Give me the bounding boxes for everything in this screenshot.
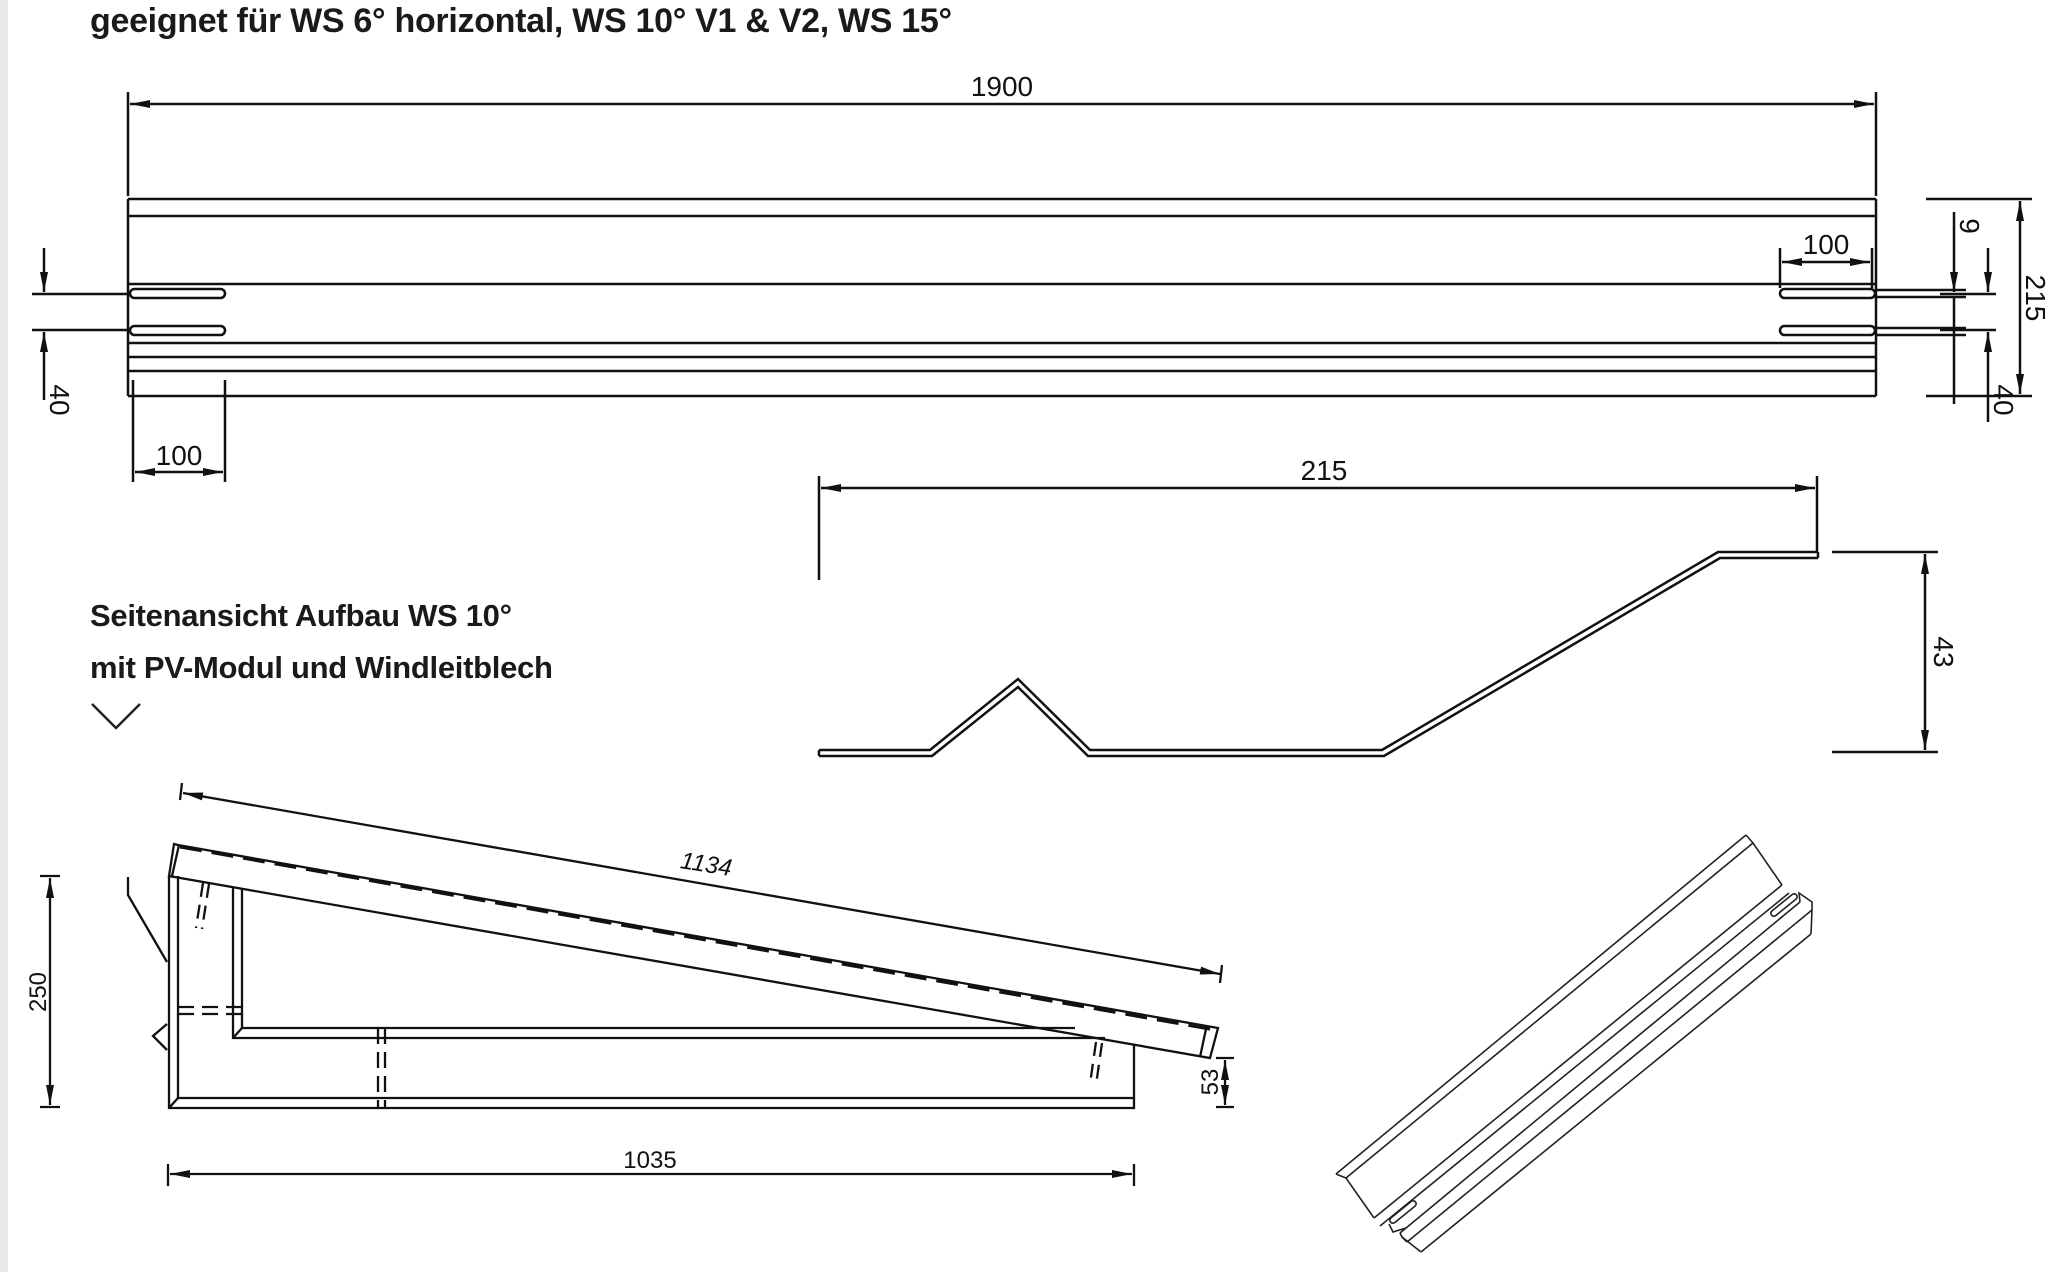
dim-slot-spacing-left: 40 [44, 384, 75, 415]
dim-slot-spacing-right: 40 [1988, 384, 2019, 415]
side-view-heading-line1: Seitenansicht Aufbau WS 10° [90, 598, 512, 633]
dim-low-height: 53 [1197, 1069, 1224, 1096]
dim-profile-width: 215 [1301, 455, 1348, 486]
profile-view [817, 476, 1938, 758]
dim-profile-height: 43 [1928, 636, 1959, 667]
dim-side-height: 250 [25, 972, 52, 1012]
dim-module-length: 1134 [679, 847, 734, 882]
suitability-heading: geeignet für WS 6° horizontal, WS 10° V1… [90, 2, 952, 40]
side-view [40, 782, 1234, 1186]
dim-length-1900: 1900 [971, 71, 1033, 102]
dim-slot-width: 9 [1954, 218, 1985, 234]
left-border-strip [0, 0, 8, 1272]
dim-total-width: 215 [2020, 275, 2051, 322]
dim-slot-length-right: 100 [1803, 229, 1850, 260]
dim-base-length: 1035 [623, 1147, 676, 1174]
side-view-heading-line2: mit PV-Modul und Windleitblech [90, 650, 553, 685]
chevron-down-icon[interactable] [90, 702, 142, 732]
dim-slot-length-left: 100 [156, 440, 203, 471]
top-view [32, 92, 2032, 482]
isometric-view [1335, 834, 1813, 1253]
